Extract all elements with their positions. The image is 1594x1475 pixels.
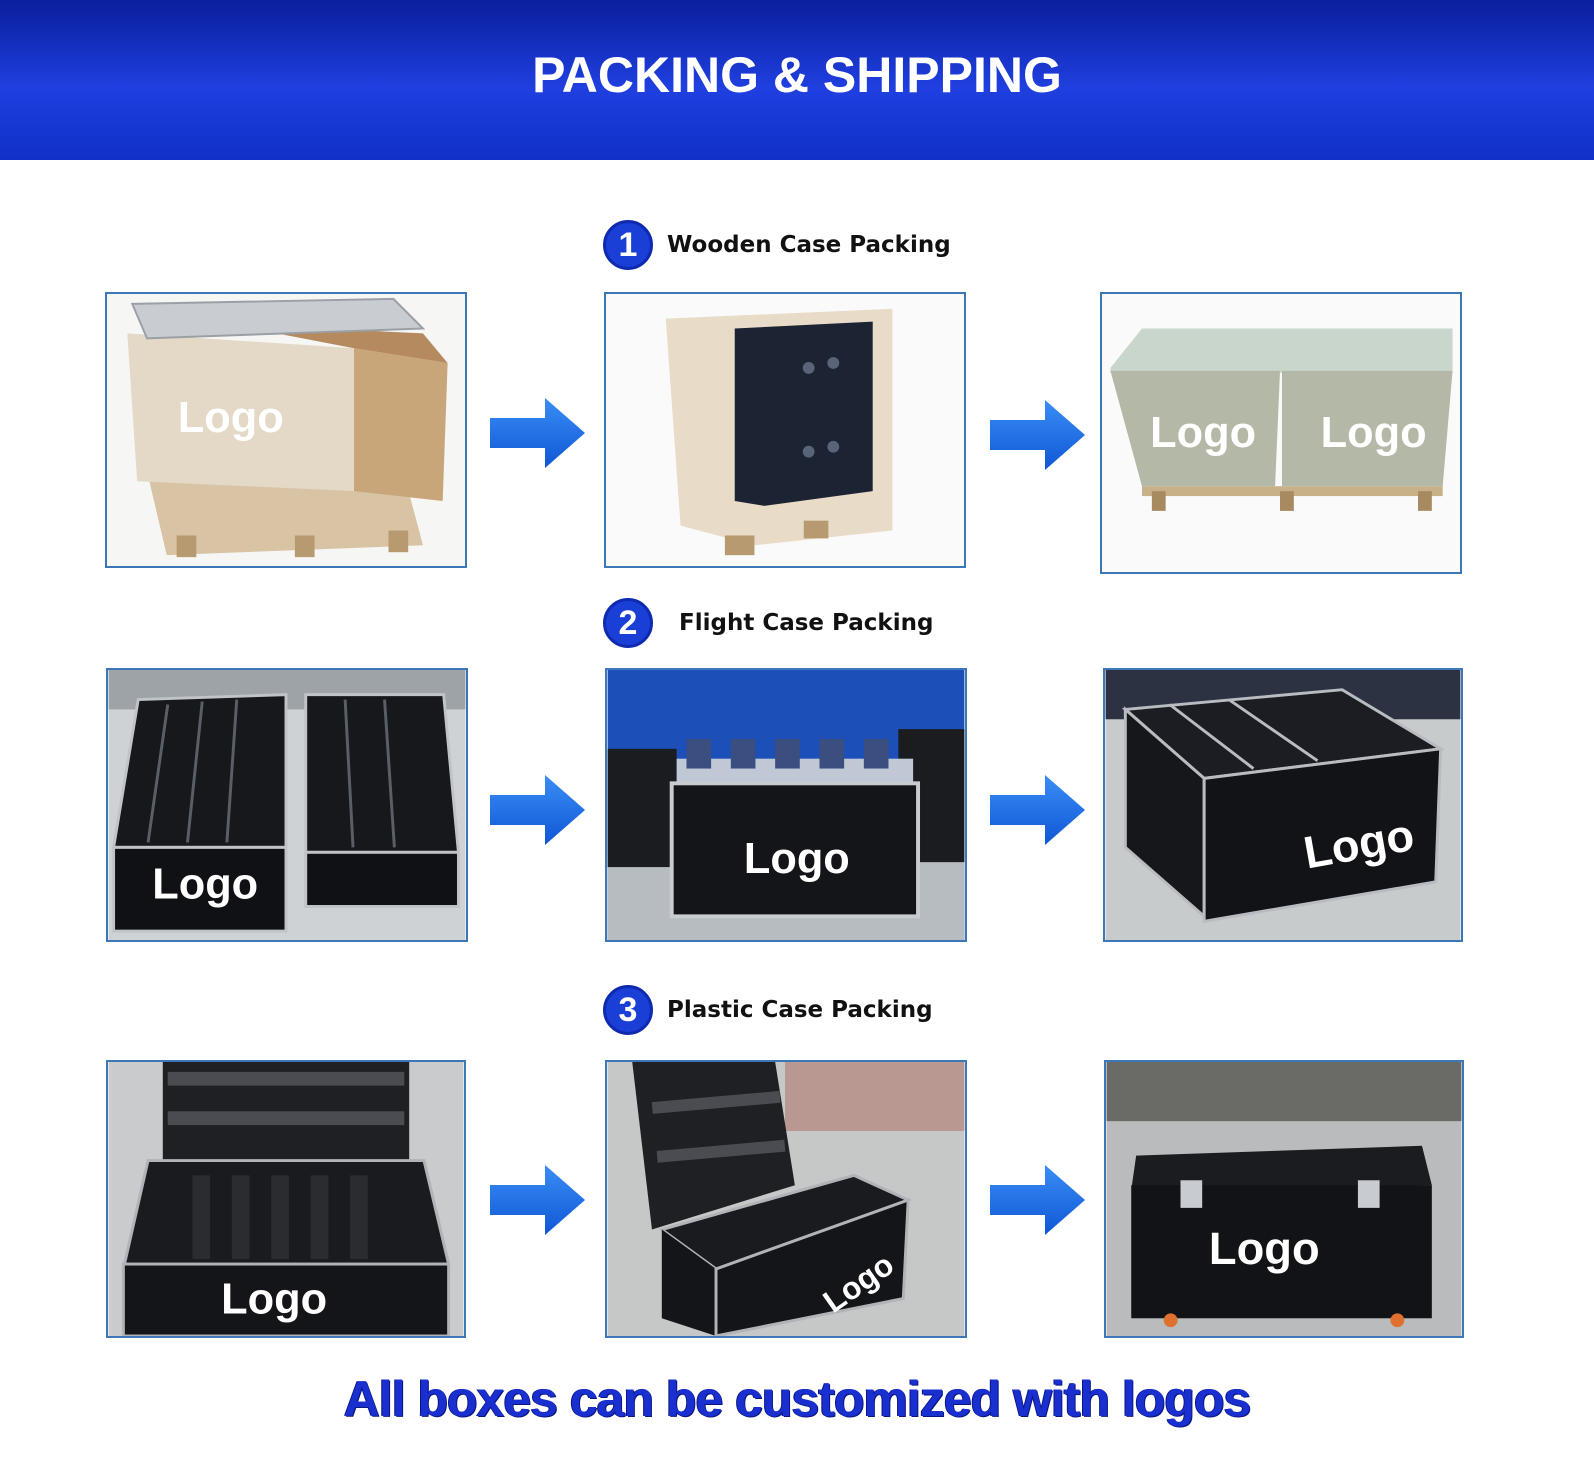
step-number-badge: 1 [603, 220, 653, 270]
arrow-icon [490, 775, 585, 845]
logo-mark: Logo [178, 394, 284, 442]
wooden-case-loading-photo [604, 292, 966, 568]
step-number-badge: 3 [603, 985, 653, 1035]
section-label: Flight Case Packing [679, 610, 934, 636]
logo-mark: Logo [221, 1275, 327, 1323]
wooden-case-closed-photo: Logo Logo [1100, 292, 1462, 574]
logo-mark: Logo [152, 861, 258, 909]
arrow-icon [490, 398, 585, 468]
logo-mark: Logo [744, 835, 850, 883]
header-banner: PACKING & SHIPPING [0, 0, 1594, 160]
step-number-badge: 2 [603, 598, 653, 648]
section-wooden-heading: 1 Wooden Case Packing [603, 220, 951, 270]
plastic-case-open-photo: Logo [106, 1060, 466, 1338]
flight-case-loaded-photo: Logo [605, 668, 967, 942]
logo-mark: Logo [1321, 409, 1427, 457]
wooden-case-open-photo: Logo [105, 292, 467, 568]
section-flight-heading: 2 Flight Case Packing [603, 598, 933, 648]
logo-mark: Logo [1150, 409, 1256, 457]
arrow-icon [990, 775, 1085, 845]
section-label: Plastic Case Packing [667, 997, 933, 1023]
page-title: PACKING & SHIPPING [532, 47, 1062, 103]
arrow-icon [990, 400, 1085, 470]
plastic-case-angled-photo: Logo [605, 1060, 967, 1338]
section-label: Wooden Case Packing [667, 232, 951, 258]
plastic-case-closed-photo: Logo [1104, 1060, 1464, 1338]
arrow-icon [990, 1165, 1085, 1235]
flight-case-closed-row-photo: Logo [1103, 668, 1463, 942]
section-plastic-heading: 3 Plastic Case Packing [603, 985, 933, 1035]
footer-customization-note: All boxes can be customized with logos [343, 1371, 1252, 1427]
arrow-icon [490, 1165, 585, 1235]
flight-case-open-photo: Logo [106, 668, 468, 942]
logo-mark: Logo [1209, 1223, 1320, 1274]
